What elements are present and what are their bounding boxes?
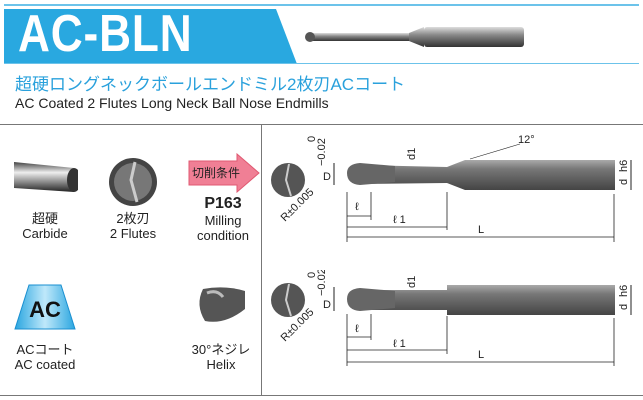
label-jp: 30°ネジレ xyxy=(191,342,251,357)
label-en: AC coated xyxy=(14,357,76,372)
divider xyxy=(0,124,643,125)
helix-icon xyxy=(199,287,245,322)
label-en: condition xyxy=(196,228,250,243)
label-en: 2 Flutes xyxy=(109,226,157,241)
label-en: Carbide xyxy=(22,226,68,241)
D-label: D xyxy=(323,171,331,183)
ac-coating-icon: AC xyxy=(14,284,76,330)
ac-badge-text: AC xyxy=(29,297,61,322)
d-label: d xyxy=(618,304,630,310)
milling-condition-arrow-icon[interactable] xyxy=(187,153,261,193)
divider xyxy=(0,395,643,396)
d1-label: d1 xyxy=(406,276,418,288)
label-jp: 超硬 xyxy=(31,211,58,226)
tol-upper: 0 xyxy=(306,136,318,142)
page-ref[interactable]: P163 xyxy=(204,195,242,212)
title-banner xyxy=(4,9,639,64)
l1-label: ℓ 1 xyxy=(393,338,406,350)
d1-label: d1 xyxy=(406,148,418,160)
l-label: ℓ xyxy=(355,201,359,213)
L-label: L xyxy=(478,349,484,361)
d-tol: h6 xyxy=(618,285,630,297)
tol-lower: −0.02 xyxy=(316,138,328,166)
d-label: d xyxy=(618,179,630,185)
carbide-rod-icon xyxy=(14,162,78,192)
label-jp: 2枚刃 xyxy=(116,211,150,226)
dimension-diagram-straight: D 0 −0.02 d1 R±0.005 d h6 ℓ ℓ 1 L xyxy=(271,270,632,366)
tol-lower: −0.02 xyxy=(316,270,328,296)
two-flutes-icon xyxy=(109,158,157,206)
dimension-diagram-tapered: 12° D 0 −0.02 d1 R±0.005 d h6 ℓ ℓ 1 L xyxy=(271,134,632,242)
subtitle-english: AC Coated 2 Flutes Long Neck Ball Nose E… xyxy=(15,95,329,111)
endmill-product-image xyxy=(305,27,524,47)
angle-label: 12° xyxy=(518,134,535,146)
l1-label: ℓ 1 xyxy=(393,214,406,226)
vertical-divider xyxy=(261,124,262,396)
arrow-text: 切削条件 xyxy=(192,166,241,180)
tol-upper: 0 xyxy=(306,272,318,278)
top-rule xyxy=(4,4,639,6)
label-en: Milling xyxy=(204,213,242,228)
L-label: L xyxy=(478,224,484,236)
subtitle-japanese: 超硬ロングネックボールエンドミル2枚刃ACコート xyxy=(15,75,406,94)
label-jp: ACコート xyxy=(16,342,74,357)
l-label: ℓ xyxy=(355,323,359,335)
product-code-title: AC-BLN xyxy=(18,5,193,63)
D-label: D xyxy=(323,299,331,311)
label-en: Helix xyxy=(206,357,236,372)
d-tol: h6 xyxy=(618,160,630,172)
